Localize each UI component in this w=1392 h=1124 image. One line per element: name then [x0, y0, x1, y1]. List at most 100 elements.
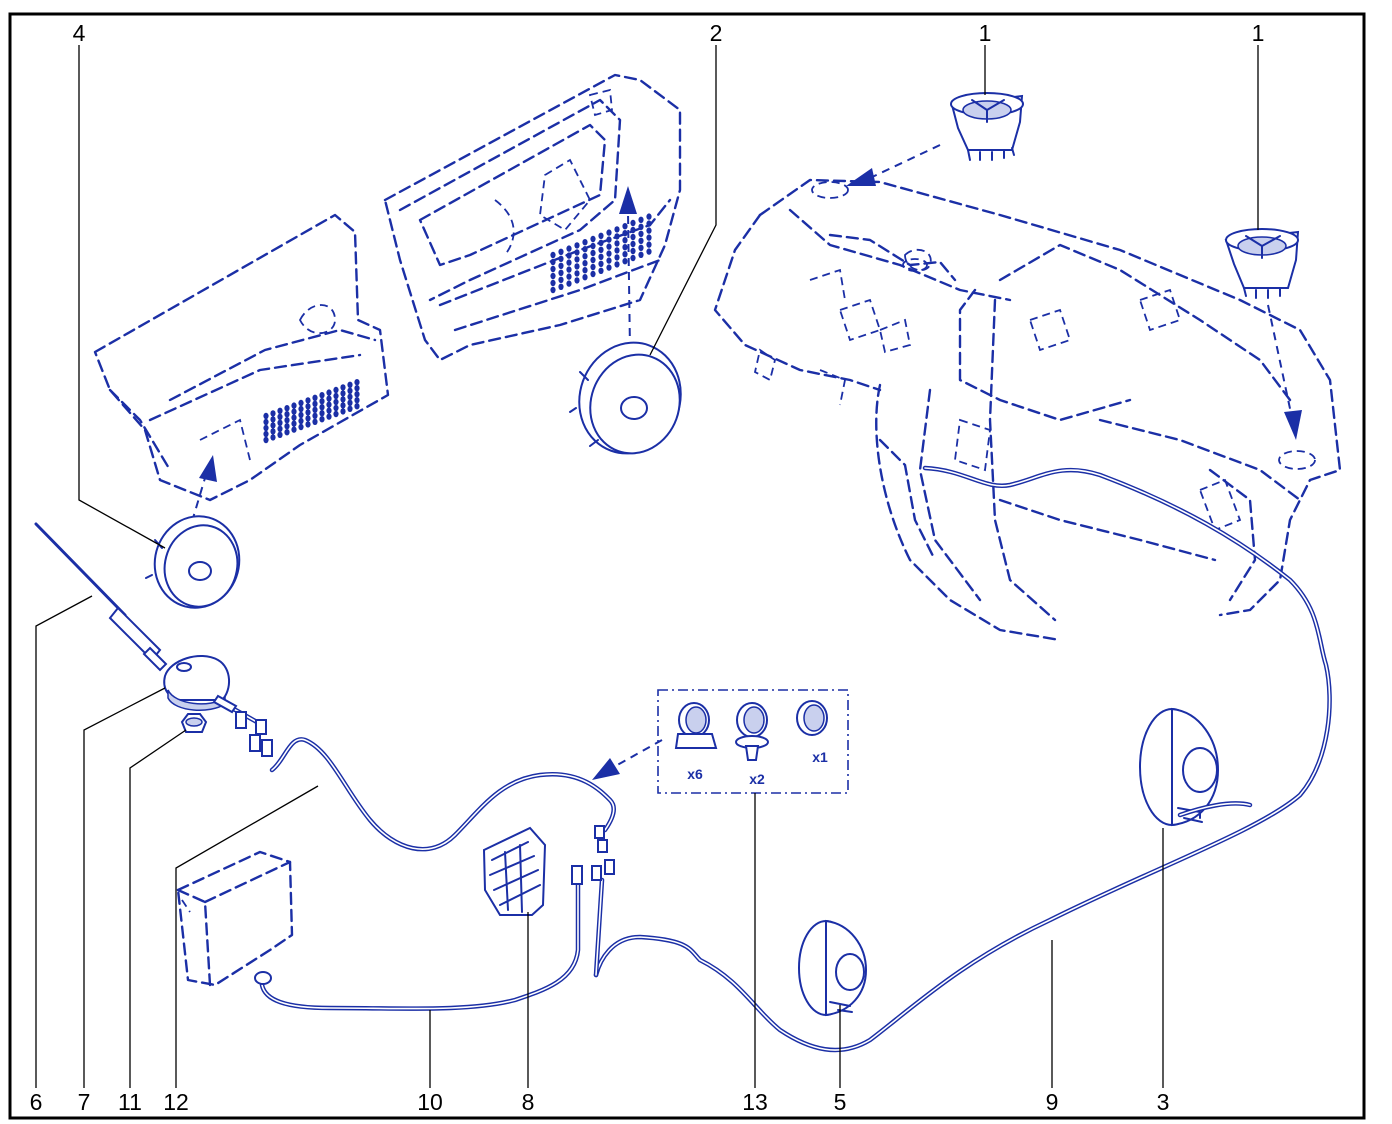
grille-hole: [590, 256, 596, 264]
grille-hole: [598, 232, 604, 239]
main-harness: [593, 465, 1332, 1053]
antenna-base: [163, 655, 238, 714]
grille-hole: [582, 253, 588, 260]
grille-hole: [558, 283, 564, 290]
grille-hole: [638, 244, 644, 251]
front-door-grille: [550, 213, 652, 294]
grille-hole: [270, 428, 276, 435]
qty-label-a: x6: [687, 766, 703, 782]
grille-hole: [574, 249, 580, 256]
grille-hole: [333, 410, 339, 418]
grille-hole: [566, 252, 572, 259]
grille-hole: [340, 402, 346, 409]
leader-lines: [35, 45, 1259, 1088]
grille-hole: [614, 247, 620, 254]
grille-hole: [590, 249, 596, 257]
grille-hole: [270, 422, 276, 429]
grille-hole: [622, 223, 628, 230]
grille-hole: [333, 404, 339, 412]
grille-hole: [550, 279, 556, 287]
clip-kit-box: [657, 689, 849, 794]
grille-hole: [298, 411, 304, 419]
grille-hole: [333, 392, 339, 400]
grille-hole: [598, 260, 604, 267]
clip-type-b: [735, 702, 769, 761]
callout-4: 4: [73, 20, 86, 46]
grille-hole: [638, 230, 644, 237]
grille-hole: [622, 244, 628, 251]
callout-2: 2: [710, 20, 723, 46]
grille-hole: [646, 241, 652, 248]
grille-hole: [574, 263, 580, 270]
grille-hole: [558, 269, 564, 276]
grille-hole: [305, 415, 311, 422]
assembly-arrows: [187, 144, 1302, 780]
grille-hole: [598, 246, 604, 253]
grille-hole: [574, 256, 580, 263]
grille-hole: [566, 273, 572, 280]
grille-hole: [566, 245, 572, 252]
grille-hole: [326, 401, 332, 408]
grille-hole: [326, 395, 332, 402]
grille-hole: [347, 393, 353, 400]
grille-hole: [270, 416, 276, 423]
grille-hole: [606, 250, 612, 257]
callout-1-right: 1: [1252, 20, 1265, 46]
grille-hole: [550, 286, 556, 294]
grille-hole: [319, 392, 325, 399]
clip-type-a: [674, 702, 718, 749]
grille-hole: [606, 257, 612, 264]
grille-hole: [598, 253, 604, 260]
grille-hole: [558, 262, 564, 269]
front-door-speaker: [569, 341, 682, 455]
grille-hole: [550, 265, 556, 273]
grille-hole: [622, 251, 628, 258]
clip-kit: x6 x2 x1: [657, 689, 849, 794]
grille-hole: [590, 235, 596, 243]
grille-hole: [566, 280, 572, 287]
grille-hole: [347, 381, 353, 388]
grille-hole: [646, 213, 652, 220]
qty-label-c: x1: [812, 749, 828, 765]
grille-hole: [277, 425, 283, 432]
grille-hole: [298, 405, 304, 413]
grille-hole: [319, 410, 325, 417]
grille-hole: [582, 267, 588, 274]
grille-hole: [277, 431, 283, 438]
rear-door-trim: [93, 213, 390, 502]
grille-hole: [340, 384, 346, 391]
grille-hole: [582, 274, 588, 281]
tweeter-right: [1224, 228, 1300, 299]
grille-hole: [340, 390, 346, 397]
grille-hole: [340, 396, 346, 403]
grille-hole: [291, 426, 297, 433]
grille-hole: [312, 406, 318, 413]
rear-speaker-small: [798, 919, 868, 1017]
grille-hole: [354, 385, 360, 392]
grille-hole: [347, 399, 353, 406]
grille-hole: [319, 416, 325, 423]
grille-hole: [298, 399, 304, 407]
grille-hole: [630, 219, 636, 227]
grille-hole: [333, 398, 339, 406]
grille-hole: [277, 413, 283, 420]
antenna-mast: [34, 522, 168, 672]
callout-1-left: 1: [979, 20, 992, 46]
grille-hole: [614, 254, 620, 261]
grille-hole: [622, 230, 628, 237]
harness-bracket: [482, 826, 547, 916]
grille-hole: [622, 258, 628, 265]
grille-hole: [582, 239, 588, 246]
grille-hole: [277, 419, 283, 426]
grille-hole: [566, 259, 572, 266]
grille-hole: [305, 397, 311, 404]
grille-hole: [558, 276, 564, 283]
grille-hole: [638, 251, 644, 258]
grille-hole: [550, 251, 556, 259]
grille-hole: [312, 394, 318, 401]
tweeter-left: [950, 92, 1024, 161]
grille-hole: [312, 412, 318, 419]
grille-hole: [630, 240, 636, 248]
grille-hole: [263, 418, 269, 426]
